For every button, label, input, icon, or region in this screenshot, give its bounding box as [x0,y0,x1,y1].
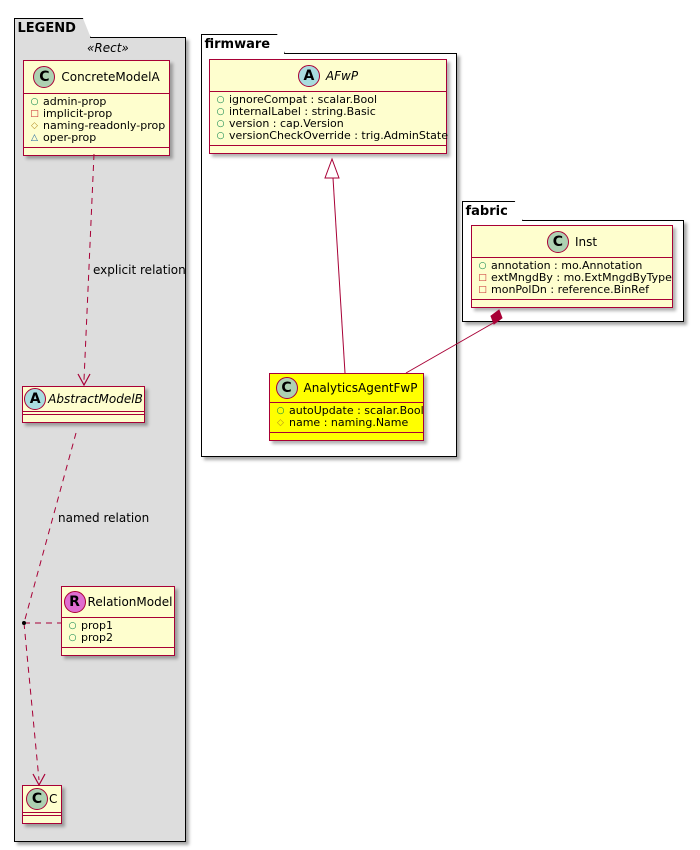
protected-icon: ◇ [277,418,284,428]
attribute: ○ annotation : mo.Annotation [478,260,666,272]
attribute-text: naming-readonly-prop [43,119,166,132]
legend-stereotype: «Rect» [87,41,129,55]
public-icon: ○ [216,131,225,141]
class-afwp[interactable]: A AFwP ○ ignoreCompat : scalar.Bool ○ inte… [209,59,448,154]
package-private-icon: △ [31,133,38,143]
attribute: ○ autoUpdate : scalar.Bool [276,405,424,417]
abstract-class-icon: A [297,64,320,87]
public-icon: ○ [276,406,285,416]
attribute-text: versionCheckOverride : trig.AdminState [229,129,448,142]
method-list [23,816,61,823]
class-icon: C [26,788,48,810]
class-icon: C [546,230,569,253]
public-icon: ○ [68,633,77,643]
firmware-package-tab: firmware [201,34,286,54]
attribute-text: admin-prop [43,95,107,108]
attribute: ○ admin-prop [30,96,163,108]
public-icon: ○ [68,621,77,631]
relation-class-icon: R [63,591,86,613]
attribute-text: version : cap.Version [229,117,344,130]
attribute-list: ○ admin-prop □ implicit-prop ◇ naming-reado… [24,94,169,148]
class-c[interactable]: C C [22,785,62,824]
attribute-list: ○ ignoreCompat : scalar.Bool ○ internalLab… [210,92,448,146]
public-icon: ○ [30,97,39,107]
method-list [24,148,169,155]
class-abstract-model-b[interactable]: A AbstractModelB [22,386,145,423]
attribute: ○ ignoreCompat : scalar.Bool [216,94,440,106]
attribute: ○ prop2 [68,632,168,644]
class-relation-model[interactable]: R RelationModel ○ prop1 ○ prop2 [61,586,175,656]
public-icon: ○ [478,261,487,271]
public-icon: ○ [216,119,225,129]
private-icon: □ [478,285,487,295]
method-list [62,648,174,655]
attribute-text: ignoreCompat : scalar.Bool [229,93,378,106]
attribute-text: autoUpdate : scalar.Bool [289,404,424,417]
public-icon: ○ [216,95,225,105]
attribute-list: ○ autoUpdate : scalar.Bool ◇ name : naming… [270,403,424,433]
class-name: AFwP [325,68,359,83]
attribute-list: ○ annotation : mo.Annotation □ extMngdBy :… [472,258,672,300]
private-icon: □ [478,273,487,283]
class-icon: C [275,377,298,399]
attribute-text: prop2 [81,631,113,644]
explicit-relation-label: explicit relation [93,263,186,277]
abstract-class-icon: A [24,388,47,410]
attribute: ○ versionCheckOverride : trig.AdminState [216,130,448,142]
attribute-text: oper-prop [43,131,97,144]
attribute: □ implicit-prop [30,108,163,120]
class-name: C [49,792,58,806]
attribute-text: implicit-prop [43,107,113,120]
attribute: □ monPolDn : reference.BinRef [478,284,666,296]
attribute-text: prop1 [81,619,113,632]
fabric-package-tab: fabric [462,201,523,221]
attribute-text: internalLabel : string.Basic [229,105,376,118]
class-name: RelationModel [87,595,173,609]
method-list [23,415,144,422]
class-name: AnalyticsAgentFwP [303,381,418,395]
method-list [210,146,446,153]
legend-package: LEGEND «Rect» [14,37,186,842]
private-icon: □ [30,109,39,119]
class-inst[interactable]: C Inst ○ annotation : mo.Annotation □ extM… [471,225,673,308]
class-analytics-agent-fwp[interactable]: C AnalyticsAgentFwP ○ autoUpdate : scalar… [269,373,424,441]
attribute: ◇ name : naming.Name [276,417,417,429]
attribute: □ extMngdBy : mo.ExtMngdByType [478,272,672,284]
class-name: AbstractModelB [48,392,143,406]
named-relation-label: named relation [58,511,150,525]
attribute: ○ internalLabel : string.Basic [216,106,440,118]
attribute-list [23,412,144,415]
attribute: ○ prop1 [68,620,168,632]
attribute-text: monPolDn : reference.BinRef [491,283,649,296]
legend-package-tab: LEGEND [14,18,91,38]
method-list [270,433,423,440]
attribute-text: annotation : mo.Annotation [491,259,643,272]
class-icon: C [33,66,56,88]
class-name: ConcreteModelA [61,70,160,84]
attribute-text: extMngdBy : mo.ExtMngdByType [491,271,672,284]
attribute-list: ○ prop1 ○ prop2 [62,618,174,648]
attribute: ○ version : cap.Version [216,118,440,130]
attribute-list [23,813,61,816]
class-name: Inst [574,234,598,249]
attribute: △ oper-prop [30,132,163,144]
public-icon: ○ [216,107,225,117]
method-list [472,300,672,307]
protected-icon: ◇ [31,121,38,131]
class-concrete-model-a[interactable]: C ConcreteModelA ○ admin-prop □ implicit-p… [23,60,170,156]
attribute: ◇ naming-readonly-prop [30,119,166,132]
attribute-text: name : naming.Name [289,416,409,429]
